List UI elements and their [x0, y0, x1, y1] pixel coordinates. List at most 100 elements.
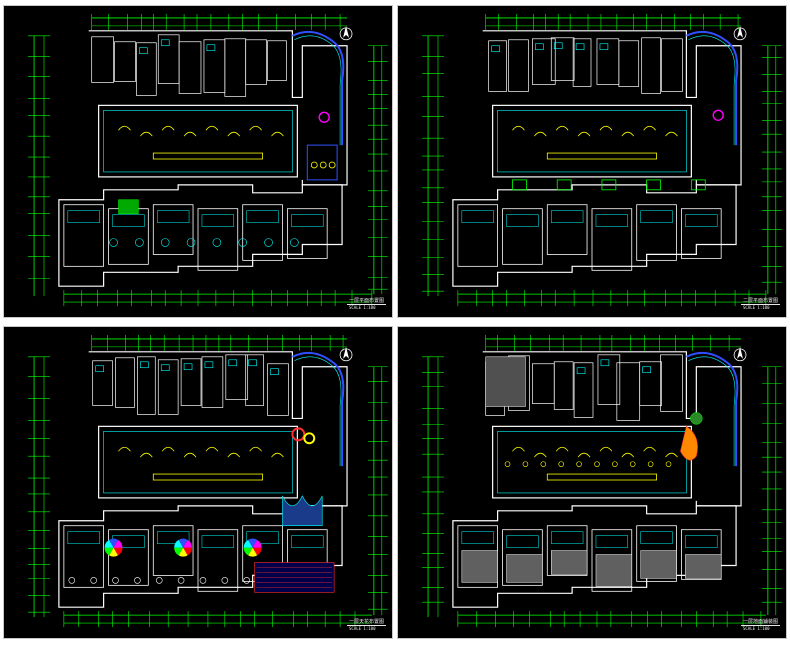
- classroom-fixture: [551, 531, 584, 544]
- classroom: [63, 525, 105, 588]
- fixture: [160, 39, 170, 47]
- floor-mark: [629, 461, 636, 467]
- classroom: [63, 204, 105, 267]
- tile-area: [485, 356, 526, 407]
- lower-wing-outline: [452, 184, 737, 287]
- stair-curve: [512, 125, 525, 131]
- classroom-fixture: [595, 214, 629, 227]
- color-wheel: [113, 539, 123, 548]
- color-wheel: [104, 539, 114, 548]
- bench: [546, 152, 657, 160]
- stair-curve: [183, 131, 197, 137]
- stair-curve: [512, 446, 525, 452]
- sheet-title-2: 二层平面布置图: [740, 298, 780, 305]
- room: [618, 40, 640, 87]
- color-wheel: [174, 547, 184, 556]
- building-outline: [88, 351, 348, 507]
- classroom: [197, 208, 239, 271]
- stair-curve: [227, 131, 241, 137]
- fixture: [140, 361, 149, 369]
- orange-feature: [680, 425, 698, 461]
- table: [264, 238, 273, 247]
- color-wheel: [183, 547, 193, 556]
- floor-mark: [594, 461, 600, 467]
- ribbon-feature: [685, 30, 739, 146]
- paving-area: [595, 554, 632, 587]
- room: [115, 357, 135, 408]
- color-wheel: [183, 539, 193, 548]
- green-feature: [690, 412, 703, 425]
- title-block-1: 一层平面布置图 SCALE 1:100: [346, 298, 386, 311]
- classroom-fixture: [291, 535, 324, 548]
- ribbon-feature-edge: [688, 35, 736, 146]
- north-arrow-icon: [737, 346, 744, 359]
- classroom-fixture: [291, 214, 324, 227]
- building-outline: [482, 30, 742, 186]
- fixture: [599, 43, 609, 51]
- room: [245, 354, 264, 406]
- stair-curve: [555, 125, 569, 131]
- fan-light: [177, 577, 185, 584]
- room: [136, 42, 157, 96]
- bench: [152, 152, 263, 160]
- stair-curve: [227, 452, 241, 458]
- stair-well: [556, 179, 572, 191]
- fixture: [204, 361, 214, 369]
- building-outline: [88, 30, 348, 186]
- paving-area: [551, 550, 588, 575]
- stair-curve: [577, 131, 591, 137]
- floor-mark: [576, 461, 582, 467]
- room: [616, 362, 641, 421]
- spiral-stair: [318, 111, 330, 123]
- fixture: [206, 44, 216, 52]
- classroom-fixture: [640, 210, 673, 223]
- table: [160, 238, 170, 247]
- stair-curve: [161, 125, 175, 131]
- stair-curve: [249, 125, 262, 131]
- floor-mark: [612, 461, 618, 467]
- cad-drawing-2: [422, 13, 782, 307]
- room: [92, 360, 113, 406]
- stair-curve: [183, 452, 197, 458]
- stair-curve: [621, 452, 635, 458]
- floor-plan-sheet-3: 一层天花布置图 SCALE 1:100: [3, 326, 393, 639]
- corridor-hall: [492, 104, 692, 178]
- classroom-fixture: [685, 214, 718, 227]
- corridor-glazing: [103, 431, 293, 494]
- classroom: [546, 204, 588, 255]
- classroom-fixture: [685, 535, 718, 548]
- room: [178, 41, 202, 94]
- fan-light: [90, 577, 97, 584]
- fan-light: [199, 577, 207, 584]
- sheet-title-4: 一层地面铺装图: [740, 619, 780, 626]
- classroom: [152, 204, 194, 255]
- classroom: [287, 208, 328, 259]
- color-wheel: [252, 539, 262, 548]
- floor-mark: [522, 461, 529, 467]
- room: [245, 39, 267, 85]
- fan-light: [112, 577, 119, 584]
- color-wheel: [109, 538, 119, 548]
- floor-mark: [540, 461, 547, 467]
- room: [224, 38, 247, 97]
- fixture: [642, 366, 651, 374]
- stair-curve: [643, 446, 656, 452]
- round-table: [310, 161, 318, 169]
- ribbon-feature-edge: [294, 356, 342, 467]
- room: [201, 356, 224, 408]
- corridor-hall: [492, 425, 692, 499]
- color-wheel: [178, 547, 188, 557]
- fixture: [491, 45, 500, 53]
- north-arrow-icon: [343, 346, 350, 359]
- classroom-fixture: [201, 535, 235, 548]
- room: [573, 362, 594, 418]
- room: [660, 354, 683, 412]
- classroom-fixture: [157, 210, 190, 223]
- room: [532, 363, 555, 404]
- classroom-fixture: [461, 531, 494, 544]
- classroom-fixture: [112, 214, 145, 227]
- corridor-hall: [98, 104, 298, 178]
- corridor-hall: [98, 425, 298, 499]
- room: [661, 38, 683, 92]
- round-table-area: [306, 144, 338, 181]
